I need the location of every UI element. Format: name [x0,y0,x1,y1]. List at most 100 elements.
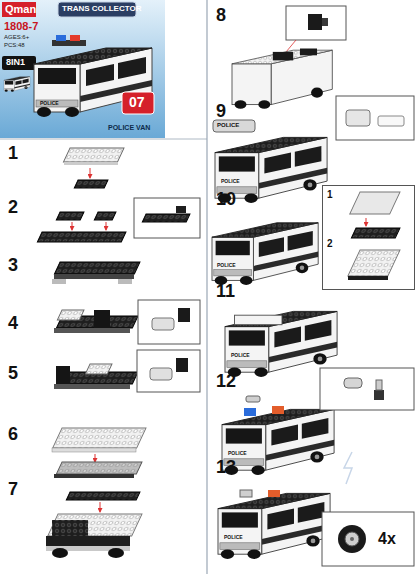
step-10-art-part-part [348,250,400,276]
step-3-art-part [118,279,132,284]
step-5-art-part [137,350,200,392]
step-6-art-part [54,474,134,478]
step-13-art-part [338,525,366,553]
step-6-art-part-part [56,462,142,474]
step-1-art-part [90,168,91,178]
step-12-art-part-part [222,409,334,475]
step-2-art-part [94,212,116,220]
step-2-art-part [56,212,84,220]
step-10-art-part [348,276,388,280]
step-number: 4 [8,314,18,334]
step-12-art-part [374,390,384,400]
step-5-art-part [56,366,70,386]
step-1-art-part [64,162,118,165]
van-decal: POLICE [217,122,239,129]
step-10-art-part-part [212,223,318,285]
step-7-art-part-part [48,514,142,536]
step-12-art-part [320,368,414,410]
van-decal: POLICE [224,535,243,541]
cover-art-part-part [4,77,30,92]
step-8-art-part [336,96,414,140]
piece-count: PCS:48 [4,42,25,49]
step-10-art-part [350,192,400,214]
step-1-art [63,148,124,188]
van-decal: POLICE [231,353,250,359]
step-number: 8 [216,6,226,26]
step-12-art-part [344,378,362,388]
set-number: 1808-7 [4,20,38,32]
cover-art-part [4,77,30,92]
step-13-art-part [218,493,330,559]
step-3-art-part [54,262,140,274]
step-2-art [37,198,200,242]
step-8-art-part-part [235,100,247,109]
cover-art-part [2,2,36,17]
step-10-art-part-part [351,228,400,238]
step-3-art-part [54,274,134,279]
model-number: 07 [129,95,145,110]
divider-line [206,0,207,574]
badge-text: 8IN1 [6,58,25,68]
step-11-art-part [235,315,283,325]
step-7-art-part [46,536,130,546]
step-7-art-part [108,548,124,558]
step-12-art-part [222,409,334,475]
van-decal: POLICE [217,263,236,269]
step-8-art-part-part [232,64,271,105]
substep-inset: 12 [322,185,415,290]
step-number: 6 [8,425,18,445]
step-8-art-part [308,14,322,30]
cover-art [0,0,165,138]
step-8-art-part [346,110,370,126]
step-2-art-part-part [56,212,84,220]
step-4-art-part-part [57,310,84,320]
step-13-art-part [345,532,359,546]
step-6-art-part [56,462,142,474]
step-12-art-part [244,408,256,416]
step-number: 2 [8,198,18,218]
step-number: 13 [216,458,236,478]
step-10-art-part [348,250,400,276]
cover-art-part [122,92,154,114]
step-number: 12 [216,372,236,392]
divider-line [0,139,207,140]
step-12-art-part [272,406,284,414]
watermark-bolt-part [344,452,352,484]
step-8-art-part-part [300,49,317,56]
step-7-art-part [100,502,101,512]
model-name: POLICE VAN [108,124,150,132]
step-2-art-part [176,206,186,213]
step-8-art-part-part [232,50,332,64]
step-13-art-part [350,537,354,541]
step-11-art-part [225,311,337,377]
step-5-art-part [176,358,188,372]
step-number: 3 [8,256,18,276]
step-3-art-part-part [54,262,140,274]
step-5-art-part [85,364,112,374]
step-2-art-part [72,222,73,230]
series-logo: TRANS COLLECTOR [62,5,141,14]
step-7-art-part-part [66,492,140,500]
step-2-art-part [37,232,126,242]
step-6-art-part [95,454,96,462]
cover-panel: Qman 1808-7 TRANS COLLECTOR AGES:6+PCS:48 8I… [0,0,165,138]
step-number: 5 [8,364,18,384]
step-8-art-part-part [258,100,270,109]
step-8-art-part [322,18,328,26]
step-12-art-part [246,396,260,402]
van-decal: POLICE [221,179,240,185]
watermark-bolt [344,452,352,484]
step-number: 11 [216,282,235,302]
step-6-art [52,428,146,478]
step-number: 7 [8,480,18,500]
step-4-art-part [54,328,130,333]
age-text: AGES:6+ [4,34,29,41]
brand-logo: Qman [5,3,36,15]
step-12-art-part [376,380,382,390]
step-8-art-part-part [271,50,332,104]
step-13-art-part [268,490,280,497]
step-13-art-part [322,512,414,566]
step-6-art-part-part [53,428,146,448]
cover-art-part [56,35,66,41]
